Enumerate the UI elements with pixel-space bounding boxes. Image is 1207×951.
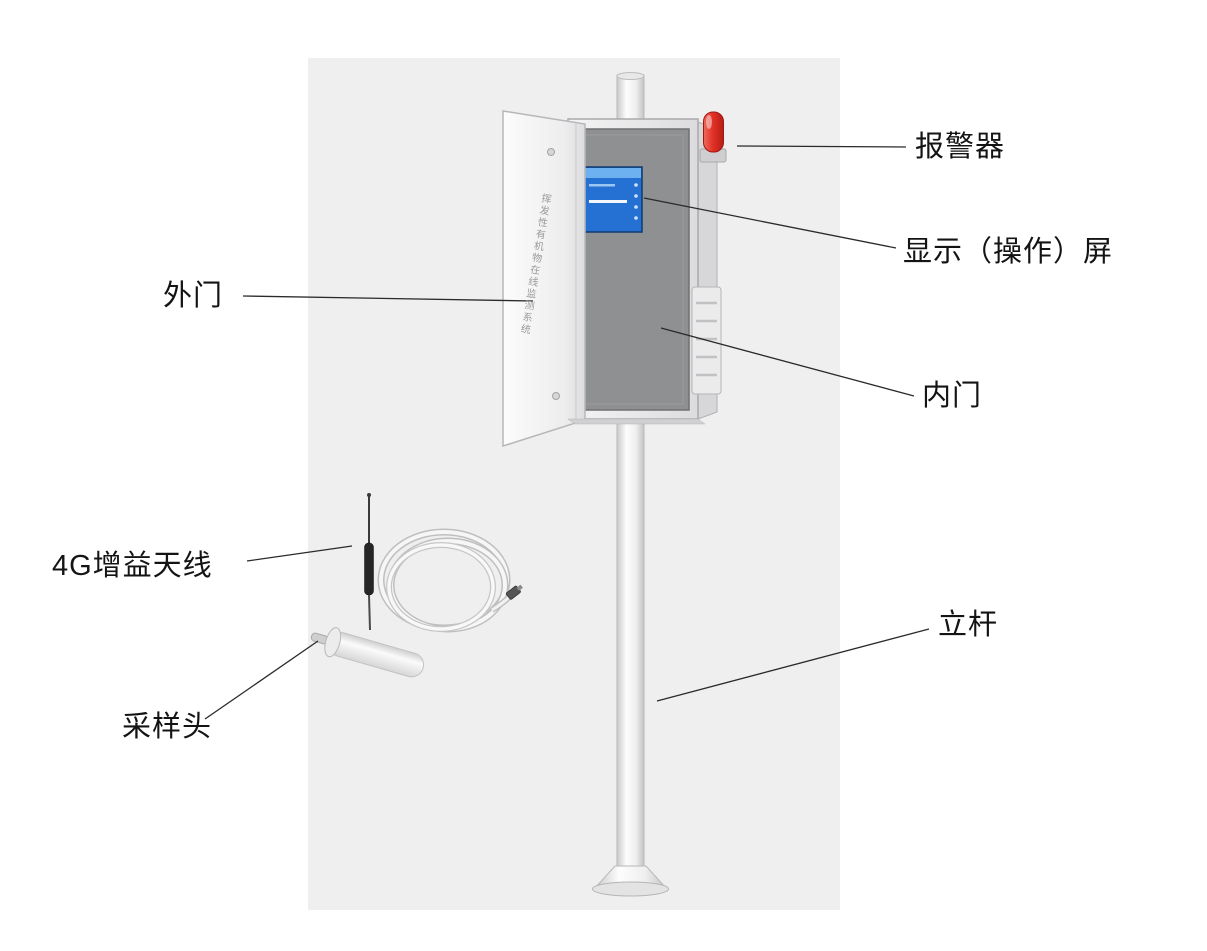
label-antenna: 4G增益天线 xyxy=(52,550,213,582)
sampling-head xyxy=(310,627,425,678)
leader-sampling-head xyxy=(204,640,319,720)
outer-door xyxy=(502,110,586,448)
display-screen xyxy=(583,166,643,233)
antenna-cable-coil xyxy=(377,528,515,633)
leader-outer-door xyxy=(242,295,534,302)
label-pole: 立杆 xyxy=(938,609,999,641)
label-sampling-head: 采样头 xyxy=(122,711,213,743)
cabinet xyxy=(502,110,727,448)
label-display: 显示（操作）屏 xyxy=(903,236,1114,268)
leader-inner-door xyxy=(660,327,915,397)
leader-lines xyxy=(204,145,930,720)
cable-connector xyxy=(506,584,523,600)
pole-base xyxy=(592,865,669,897)
antenna-4g xyxy=(364,493,523,633)
door-screw-top xyxy=(547,148,555,156)
leader-display xyxy=(643,197,897,249)
leader-alarm xyxy=(736,145,907,148)
leader-pole xyxy=(656,628,930,702)
label-inner-door: 内门 xyxy=(922,380,983,412)
label-alarm: 报警器 xyxy=(915,131,1006,163)
leader-antenna xyxy=(246,545,353,562)
cabinet-bottom-edge xyxy=(567,418,706,425)
label-outer-door: 外门 xyxy=(163,280,224,312)
alarm-light xyxy=(699,111,727,163)
door-screw-bottom xyxy=(552,392,560,400)
